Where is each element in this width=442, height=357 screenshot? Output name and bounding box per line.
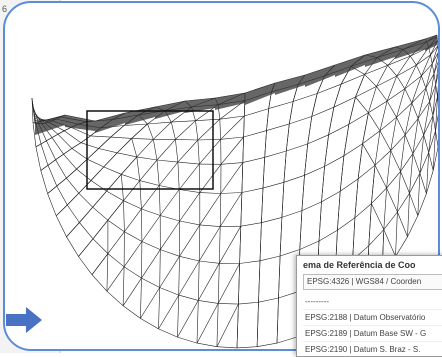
dense-coastal-mesh [35, 35, 437, 135]
crs-option[interactable]: EPSG:2190 | Datum S. Braz - S. [303, 342, 442, 357]
crs-title: ema de Referência de Coo [303, 260, 416, 270]
crs-option[interactable]: --------- [303, 294, 442, 310]
crs-option[interactable]: EPSG:2188 | Datum Observatório [303, 310, 442, 326]
crs-option[interactable]: EPSG:2189 | Datum Base SW - G [303, 326, 442, 342]
arrow-right-icon [6, 307, 42, 333]
crs-option-list: --------- EPSG:2188 | Datum Observatório… [303, 294, 442, 357]
crs-selector-popup: ema de Referência de Coo EPSG:4326 | WGS… [296, 255, 442, 357]
crs-dropdown[interactable]: EPSG:4326 | WGS84 / Coorden [303, 274, 442, 290]
